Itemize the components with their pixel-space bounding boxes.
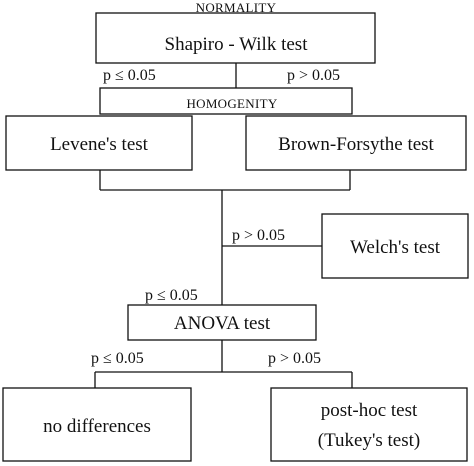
shapiro-wilk-label: Shapiro - Wilk test [165,34,309,55]
homogenity-header: HOMOGENITY [186,96,277,111]
brown-forsythe-box [245,115,467,171]
welch-label: Welch's test [350,237,441,258]
welch-condition: p > 0.05 [232,227,285,244]
levene-label: Levene's test [50,134,149,155]
anova-label: ANOVA test [174,313,271,334]
welch-box [321,213,469,279]
normality-header: NORMALITY [196,0,277,15]
shapiro-wilk-box [95,12,376,64]
anova-left-condition: p ≤ 0.05 [91,350,144,367]
shapiro-left-condition: p ≤ 0.05 [103,67,156,84]
homogenity-group-box [99,87,353,115]
no-differences-box [2,387,192,462]
anova-condition: p ≤ 0.05 [145,287,198,304]
no-differences-label: no differences [43,416,151,437]
post-hoc-label: post-hoc test [321,400,418,421]
anova-right-condition: p > 0.05 [268,350,321,367]
post-hoc-box [270,387,468,462]
levene-box [5,115,193,171]
brown-forsythe-label: Brown-Forsythe test [278,134,434,155]
shapiro-right-condition: p > 0.05 [287,67,340,84]
tukey-label: (Tukey's test) [318,430,420,451]
anova-box [127,304,317,341]
